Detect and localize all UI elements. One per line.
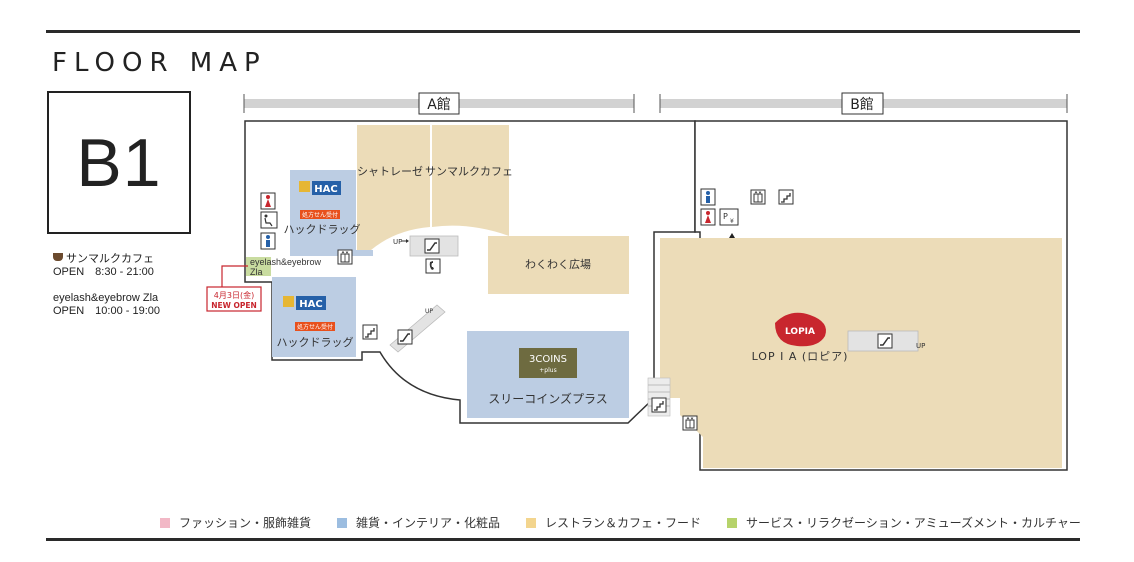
hac-lower-logo-text: HAC bbox=[299, 299, 322, 310]
store-saint-marc-label: サンマルクカフェ bbox=[425, 165, 513, 178]
3coins-logo bbox=[519, 348, 577, 378]
store-lopia-label: LOP I A (ロピア) bbox=[752, 350, 849, 363]
cafe-cup-icon bbox=[53, 253, 63, 261]
3coins-logo-sub: +plus bbox=[539, 367, 556, 374]
legend-fashion: ファッション・服飾雑貨 bbox=[160, 514, 311, 531]
hours-eyelash-time: OPEN 10:00 - 19:00 bbox=[53, 305, 161, 317]
store-3coins[interactable]: 3COINS +plus スリーコインズプラス bbox=[467, 331, 629, 418]
3coins-logo-text: 3COINS bbox=[529, 354, 567, 365]
escalator-diagonal: UP bbox=[389, 304, 446, 353]
building-b-label: B館 bbox=[850, 96, 874, 113]
telephone-icon bbox=[425, 258, 441, 274]
hac-upper-badge bbox=[300, 210, 340, 219]
legend-food-swatch bbox=[526, 517, 537, 528]
floor-indicator: B1 bbox=[47, 91, 191, 234]
hac-lower-badge-text: 処方せん受付 bbox=[297, 323, 333, 331]
building-a-label: A館 bbox=[427, 96, 451, 113]
store-wakuwaku[interactable]: わくわく広場 bbox=[488, 236, 629, 294]
category-legend: ファッション・服飾雑貨 雑貨・インテリア・化粧品 レストラン＆カフェ・フード サ… bbox=[160, 514, 1081, 531]
new-open-date: 4月3日(金) bbox=[214, 290, 254, 300]
building-b-bar: B館 bbox=[659, 92, 1068, 115]
hours-eyelash: eyelash&eyebrow Zla OPEN 10:00 - 19:00 bbox=[53, 292, 160, 318]
page-title: FLOOR MAP bbox=[52, 48, 267, 78]
hours-cafe: サンマルクカフェ OPEN 8:30 - 21:00 bbox=[53, 253, 154, 279]
lopia-logo-text: LOPIA bbox=[785, 327, 815, 337]
legend-goods: 雑貨・インテリア・化粧品 bbox=[337, 514, 500, 531]
escalator-lopia: UP bbox=[847, 330, 925, 352]
store-wakuwaku-label: わくわく広場 bbox=[525, 258, 591, 271]
elevator-b-icon bbox=[750, 189, 766, 205]
stairs-lower bbox=[647, 377, 671, 417]
escalator-up-label-3: UP bbox=[916, 342, 925, 350]
store-eyelash-label-2: Zla bbox=[250, 267, 263, 277]
building-a-bar: A館 bbox=[243, 92, 635, 115]
floor-label: B1 bbox=[76, 124, 162, 201]
top-rule bbox=[46, 30, 1080, 33]
legend-service-swatch bbox=[727, 517, 738, 528]
stairs-icon bbox=[362, 324, 378, 340]
legend-food-label: レストラン＆カフェ・フード bbox=[545, 516, 702, 530]
escalator-up-label-2: UP bbox=[425, 308, 433, 315]
hac-upper-mark bbox=[299, 181, 310, 192]
hac-upper-badge-text: 処方せん受付 bbox=[302, 211, 338, 219]
new-open-label: NEW OPEN bbox=[211, 301, 257, 310]
store-eyelash-label-1: eyelash&eyebrow bbox=[250, 257, 322, 267]
elevator-lower-icon bbox=[682, 415, 698, 431]
store-lopia[interactable]: LOPIA LOP I A (ロピア) bbox=[660, 238, 1062, 468]
bottom-rule bbox=[46, 538, 1080, 541]
store-eyelash-zla[interactable]: eyelash&eyebrow Zla bbox=[246, 257, 322, 277]
hours-cafe-name: サンマルクカフェ bbox=[66, 253, 154, 265]
entrance-marker bbox=[729, 233, 735, 238]
womens-restroom-b-icon bbox=[700, 208, 716, 226]
legend-goods-swatch bbox=[337, 517, 348, 528]
yen-label: ¥ bbox=[730, 218, 734, 225]
accessible-restroom-icon bbox=[260, 211, 278, 229]
hours-cafe-time: OPEN 8:30 - 21:00 bbox=[53, 266, 154, 278]
elevator-icon bbox=[337, 249, 353, 265]
stairs-b-icon bbox=[778, 189, 794, 205]
legend-service: サービス・リラクゼーション・アミューズメント・カルチャー bbox=[727, 514, 1081, 531]
store-chateraise-label: シャトレーゼ bbox=[357, 165, 423, 178]
hac-lower-mark bbox=[283, 296, 294, 307]
hours-eyelash-name: eyelash&eyebrow Zla bbox=[53, 292, 159, 304]
store-hac-lower-label: ハックドラッグ bbox=[277, 335, 354, 349]
womens-restroom-icon bbox=[260, 192, 276, 210]
parking-payment-icon: P ¥ bbox=[719, 208, 739, 226]
legend-goods-label: 雑貨・インテリア・化粧品 bbox=[356, 516, 501, 530]
store-3coins-label: スリーコインズプラス bbox=[488, 391, 608, 406]
legend-food: レストラン＆カフェ・フード bbox=[526, 514, 701, 531]
legend-fashion-swatch bbox=[160, 517, 170, 528]
parking-label: P bbox=[723, 212, 728, 221]
escalator-up-label-1: UP bbox=[393, 238, 402, 246]
legend-service-label: サービス・リラクゼーション・アミューズメント・カルチャー bbox=[746, 516, 1081, 530]
store-hac-upper-label: ハックドラッグ bbox=[284, 222, 361, 236]
new-open-callout: 4月3日(金) NEW OPEN bbox=[206, 265, 262, 312]
mens-restroom-b-icon bbox=[700, 188, 716, 206]
store-chateraise[interactable]: シャトレーゼ bbox=[357, 125, 430, 250]
hac-upper-logo-text: HAC bbox=[314, 184, 337, 195]
hac-lower-badge bbox=[295, 322, 335, 331]
store-hac-upper[interactable]: HAC 処方せん受付 ハックドラッグ bbox=[284, 170, 374, 256]
lopia-logo: LOPIA bbox=[775, 312, 826, 347]
hac-upper-logo bbox=[312, 181, 341, 195]
mens-restroom-icon bbox=[260, 232, 276, 250]
store-saint-marc[interactable]: サンマルクカフェ bbox=[425, 125, 513, 236]
legend-fashion-label: ファッション・服飾雑貨 bbox=[179, 516, 312, 530]
store-hac-lower[interactable]: HAC 処方せん受付 ハックドラッグ bbox=[272, 277, 356, 357]
escalator-center: UP bbox=[393, 235, 459, 257]
hac-lower-logo bbox=[296, 296, 326, 310]
